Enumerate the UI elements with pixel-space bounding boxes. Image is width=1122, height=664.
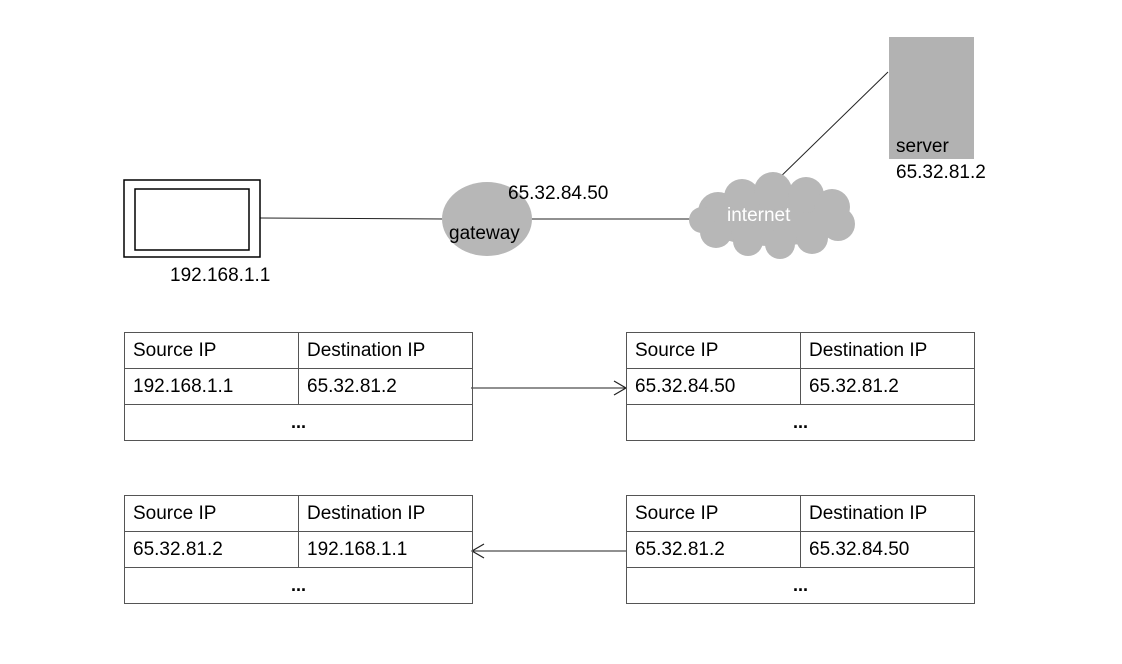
table-row: Source IP Destination IP	[626, 495, 975, 532]
table-row: 65.32.84.50 65.32.81.2	[626, 368, 975, 405]
table-row: ...	[124, 404, 473, 441]
client-ip-label: 192.168.1.1	[170, 265, 271, 286]
link-internet-server	[771, 71, 889, 186]
table-row: Source IP Destination IP	[124, 332, 473, 369]
destination-ip-value: 65.32.84.50	[800, 531, 975, 568]
gateway-label: gateway	[449, 223, 520, 244]
table-row: ...	[124, 567, 473, 604]
packet-incoming-before-nat: Source IP Destination IP 65.32.81.2 65.3…	[626, 495, 975, 604]
header-destination-ip: Destination IP	[298, 332, 473, 369]
table-row: 65.32.81.2 65.32.84.50	[626, 531, 975, 568]
header-destination-ip: Destination IP	[800, 495, 975, 532]
gateway-ip-label: 65.32.84.50	[508, 183, 609, 204]
source-ip-value: 65.32.84.50	[626, 368, 801, 405]
table-row: Source IP Destination IP	[124, 495, 473, 532]
payload-ellipsis: ...	[124, 404, 473, 441]
table-row: 192.168.1.1 65.32.81.2	[124, 368, 473, 405]
packet-outgoing-after-nat: Source IP Destination IP 65.32.84.50 65.…	[626, 332, 975, 441]
gateway-ellipse-icon	[442, 182, 532, 256]
server-icon	[889, 37, 974, 159]
payload-ellipsis: ...	[626, 567, 975, 604]
source-ip-value: 65.32.81.2	[124, 531, 299, 568]
link-client-gateway	[259, 217, 446, 220]
header-source-ip: Source IP	[626, 332, 801, 369]
table-row: 65.32.81.2 192.168.1.1	[124, 531, 473, 568]
table-row: ...	[626, 567, 975, 604]
destination-ip-value: 192.168.1.1	[298, 531, 473, 568]
destination-ip-value: 65.32.81.2	[800, 368, 975, 405]
payload-ellipsis: ...	[626, 404, 975, 441]
table-row: ...	[626, 404, 975, 441]
packet-outgoing-before-nat: Source IP Destination IP 192.168.1.1 65.…	[124, 332, 473, 441]
source-ip-value: 65.32.81.2	[626, 531, 801, 568]
internet-label: internet	[727, 205, 791, 226]
header-source-ip: Source IP	[626, 495, 801, 532]
server-ip-label: 65.32.81.2	[896, 162, 986, 183]
header-source-ip: Source IP	[124, 495, 299, 532]
payload-ellipsis: ...	[124, 567, 473, 604]
table-row: Source IP Destination IP	[626, 332, 975, 369]
header-destination-ip: Destination IP	[298, 495, 473, 532]
source-ip-value: 192.168.1.1	[124, 368, 299, 405]
monitor-icon	[123, 179, 261, 258]
header-source-ip: Source IP	[124, 332, 299, 369]
header-destination-ip: Destination IP	[800, 332, 975, 369]
server-label: server	[896, 136, 949, 157]
packet-incoming-after-nat: Source IP Destination IP 65.32.81.2 192.…	[124, 495, 473, 604]
cloud-icon	[689, 172, 855, 259]
destination-ip-value: 65.32.81.2	[298, 368, 473, 405]
